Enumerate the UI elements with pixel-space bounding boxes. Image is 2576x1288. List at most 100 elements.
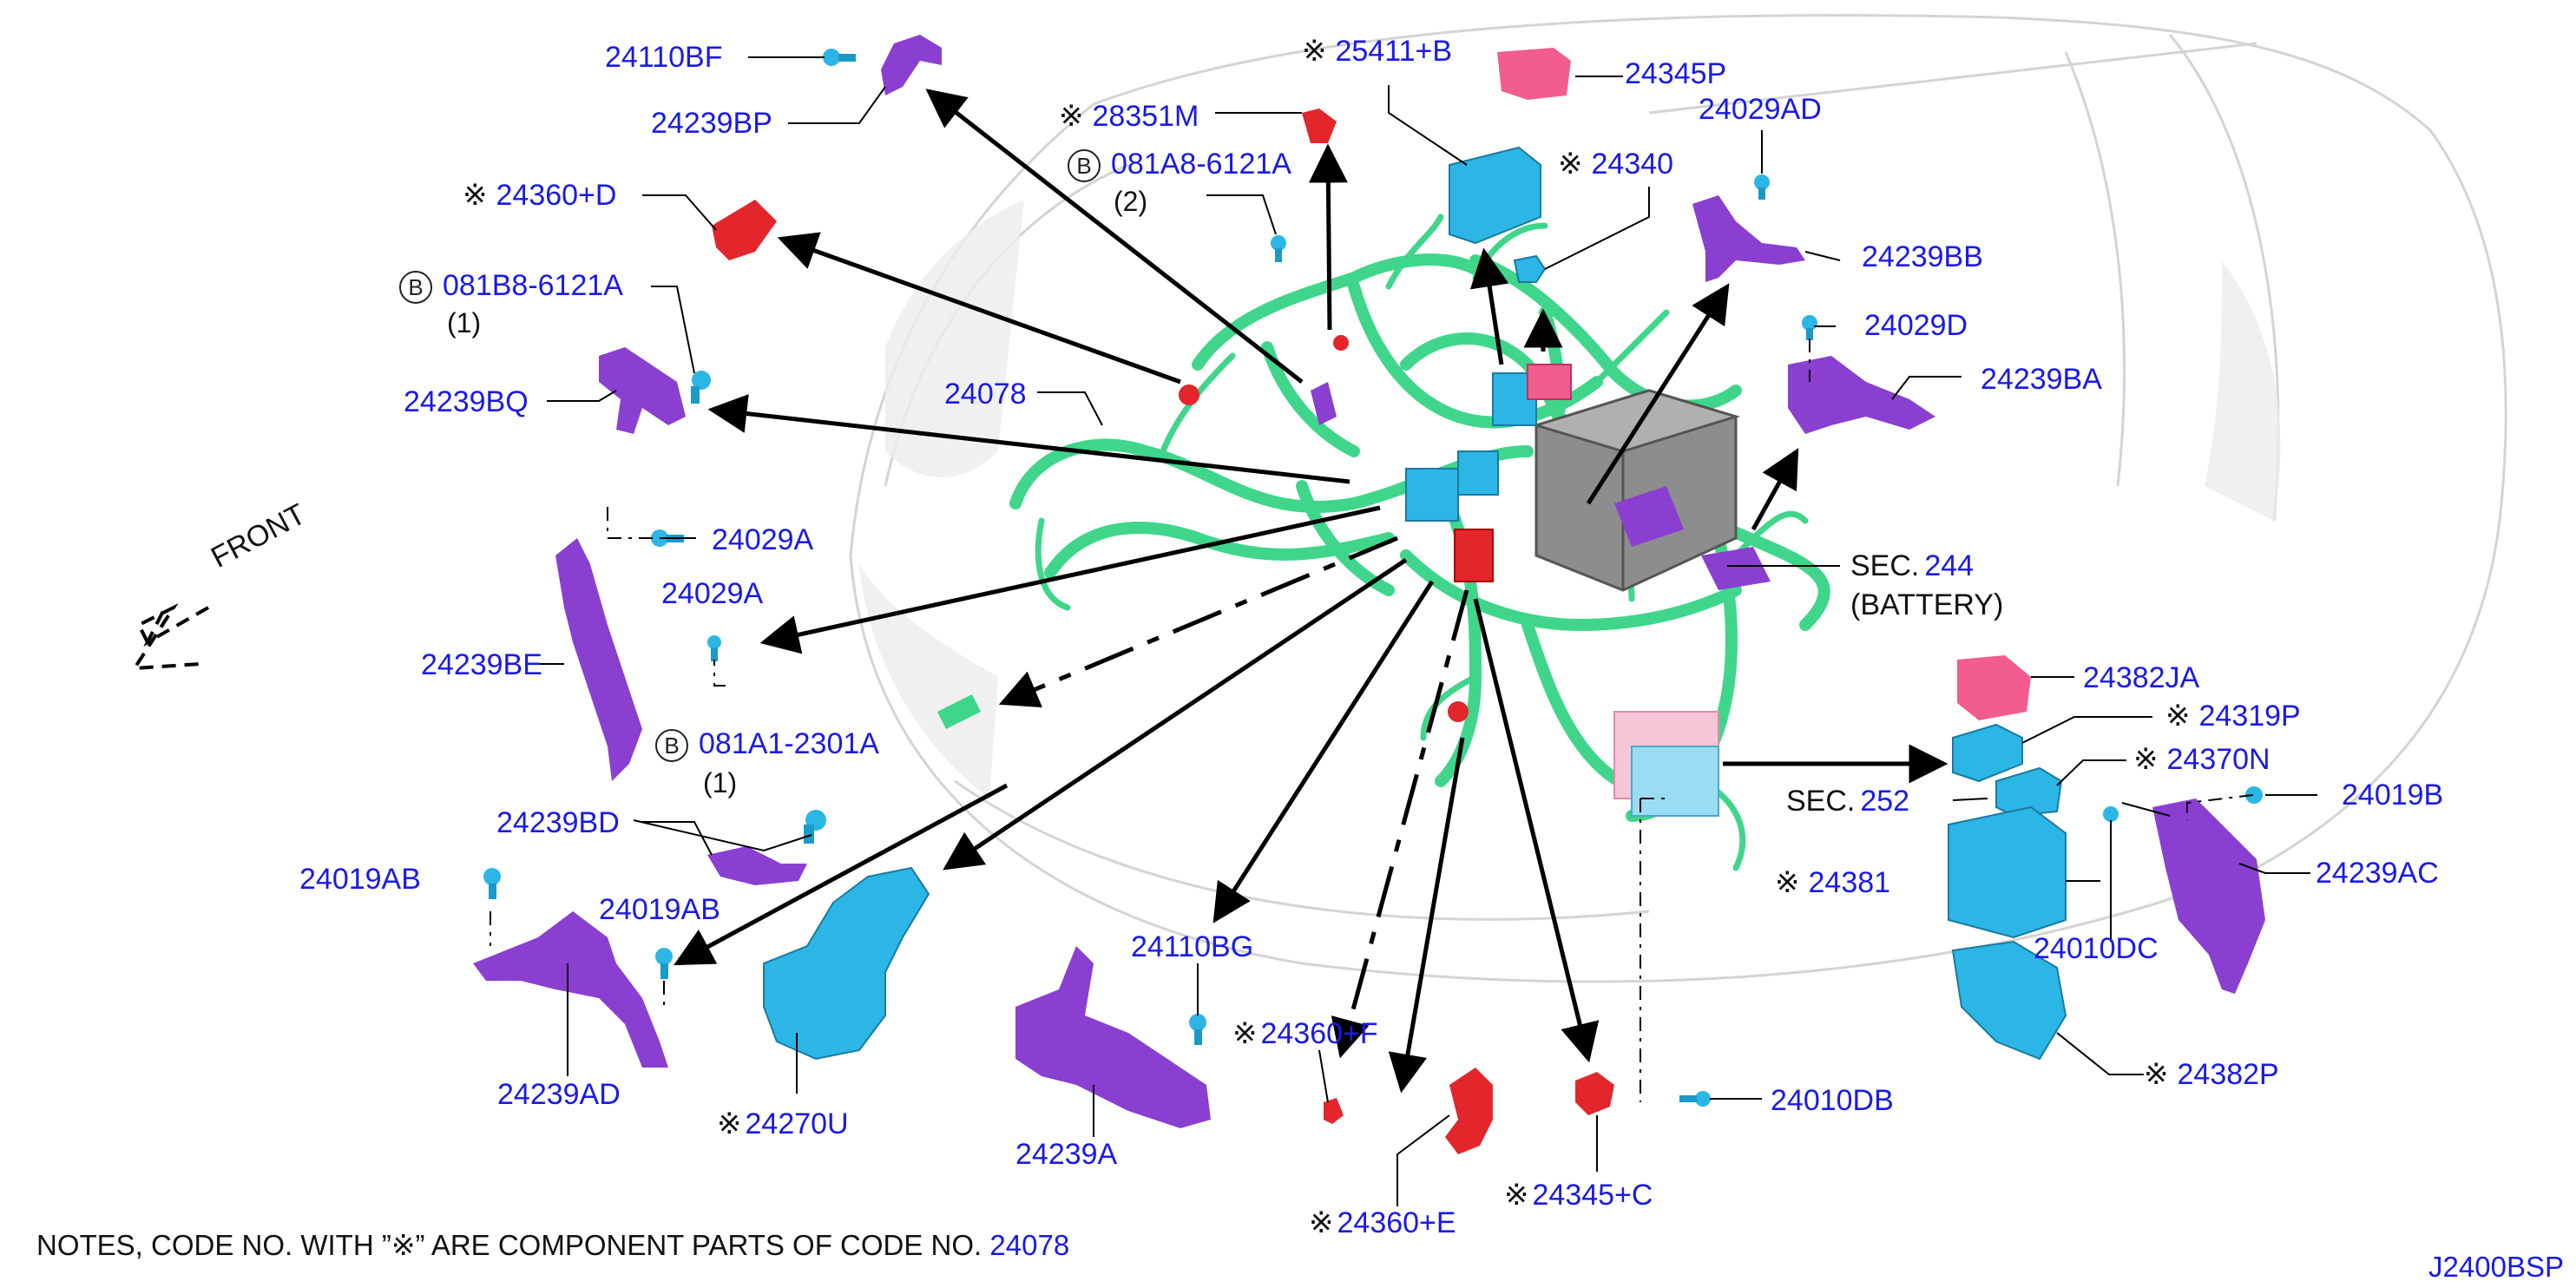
circled-b-icon: B xyxy=(399,271,432,305)
component-mark-icon: ※ xyxy=(2133,743,2159,776)
part-label-24029AD: 24029AD xyxy=(1699,93,1822,126)
bolt-24029A-lower xyxy=(707,635,721,661)
part-label-24239A: 24239A xyxy=(1015,1138,1118,1171)
label-leaders xyxy=(490,56,2317,1206)
figure-id: J2400BSP xyxy=(2428,1251,2564,1283)
part-label-24345P: 24345P xyxy=(1625,57,1727,90)
part-label-28351M: ※28351M xyxy=(1059,100,1199,133)
part-label-24239AC: 24239AC xyxy=(2316,857,2439,890)
part-label-24382JA: 24382JA xyxy=(2083,661,2200,694)
part-label-24029A-lower: 24029A xyxy=(661,577,764,610)
car-body-shading xyxy=(859,200,2281,798)
bracket-24239BE xyxy=(555,538,642,781)
bolt-24010DC xyxy=(2103,806,2119,822)
fuse-block-24381 xyxy=(1948,805,2067,939)
circled-b-icon: B xyxy=(1068,149,1101,183)
part-label-24029A-upper: 24029A xyxy=(712,523,814,556)
part-label-24239BQ: 24239BQ xyxy=(404,385,529,418)
bracket-24270U xyxy=(763,866,930,1061)
part-label-24110BF: 24110BF xyxy=(605,41,723,74)
component-mark-icon: ※ xyxy=(1558,148,1583,181)
part-label-24239BD: 24239BD xyxy=(496,806,620,839)
component-mark-icon: ※ xyxy=(1504,1179,1529,1212)
circled-b-icon: B xyxy=(655,729,688,763)
bolt-24019AB-right xyxy=(655,948,673,979)
part-label-24010DB: 24010DB xyxy=(1771,1084,1894,1117)
part-label-24019B: 24019B xyxy=(2342,779,2444,812)
part-label-24270U: ※24270U xyxy=(717,1107,849,1140)
part-label-24010DC: 24010DC xyxy=(2034,932,2159,965)
bracket-24239AC xyxy=(2152,798,2265,994)
relay-25411B xyxy=(1449,146,1541,245)
bolt-24019AB-left xyxy=(483,868,501,899)
relay-24340 xyxy=(1513,254,1547,283)
cover-24382P xyxy=(1951,940,2067,1061)
section-ref-244: SEC.244 xyxy=(1850,549,1975,582)
qty-081A1: (1) xyxy=(703,767,738,798)
bolt-24019B xyxy=(2245,786,2263,804)
part-label-24345C: ※24345+C xyxy=(1504,1179,1653,1212)
part-label-25411B: ※25411+B xyxy=(1302,35,1453,68)
bracket-24239BQ xyxy=(599,347,686,434)
part-label-24319P: ※24319P xyxy=(2165,700,2301,733)
bolt-24010DB xyxy=(1679,1091,1711,1107)
fuse-28351M xyxy=(1302,108,1337,143)
part-label-24239AD: 24239AD xyxy=(497,1078,621,1111)
terminal-24360F xyxy=(1324,1098,1344,1124)
part-label-24360F: ※24360+F xyxy=(1232,1017,1378,1050)
bolt-081B8-6121A xyxy=(691,371,711,404)
component-mark-icon: ※ xyxy=(2165,700,2191,733)
cap-24360E xyxy=(1445,1068,1493,1154)
bracket-24239AD xyxy=(473,911,668,1068)
part-label-24382P: ※24382P xyxy=(2144,1058,2279,1091)
bracket-24239BD xyxy=(707,846,807,885)
part-label-24239BP: 24239BP xyxy=(651,107,772,140)
part-label-24239BA: 24239BA xyxy=(1981,363,2102,396)
cover-24345P xyxy=(1497,48,1571,100)
bracket-24239BA xyxy=(1788,356,1935,434)
part-label-24078: 24078 xyxy=(944,378,1027,411)
part-label-24340: ※24340 xyxy=(1558,148,1674,181)
part-label-24370N: ※24370N xyxy=(2133,743,2270,776)
component-mark-icon: ※ xyxy=(1302,35,1327,68)
bolt-24110BG xyxy=(1189,1014,1206,1045)
cover-24382JA xyxy=(1957,655,2031,720)
notes-text: NOTES, CODE NO. WITH ”※” ARE COMPONENT P… xyxy=(36,1229,1070,1261)
bolt-24029AD xyxy=(1754,174,1770,200)
component-mark-icon: ※ xyxy=(1309,1206,1334,1239)
section-name-battery: (BATTERY) xyxy=(1850,588,2004,621)
component-mark-icon: ※ xyxy=(463,179,488,212)
part-label-24239BE: 24239BE xyxy=(421,648,542,681)
component-mark-icon: ※ xyxy=(1775,866,1800,899)
part-label-24029D: 24029D xyxy=(1864,309,1968,342)
center-relay-blocks xyxy=(937,335,1771,817)
harness-branches xyxy=(1035,214,1809,871)
qty-081A8: (2) xyxy=(1114,186,1148,217)
component-mark-icon: ※ xyxy=(1232,1017,1258,1050)
relay-24370N xyxy=(1995,766,2063,818)
part-label-24381: ※24381 xyxy=(1775,866,1891,899)
section-ref-252: SEC.252 xyxy=(1786,785,1910,818)
component-mark-icon: ※ xyxy=(1059,100,1084,133)
component-mark-icon: ※ xyxy=(2144,1058,2169,1091)
bracket-24239BP xyxy=(881,35,942,95)
bolt-081A1-2301A xyxy=(804,810,826,844)
part-label-24110BG: 24110BG xyxy=(1131,930,1254,963)
front-arrow xyxy=(131,602,209,671)
relay-24319P xyxy=(1952,723,2023,783)
bolt-081A8-6121A xyxy=(1271,235,1286,262)
part-label-24019AB-left: 24019AB xyxy=(299,863,421,896)
bolt-24029D xyxy=(1802,315,1817,340)
component-mark-icon: ※ xyxy=(717,1107,742,1140)
bracket-24239BB xyxy=(1692,195,1805,282)
qty-081B8: (1) xyxy=(447,307,482,338)
part-label-24239BB: 24239BB xyxy=(1862,240,1983,273)
part-label-24019AB-right: 24019AB xyxy=(599,893,720,926)
bracket-24239A xyxy=(1015,946,1211,1128)
part-label-24360E: ※24360+E xyxy=(1309,1206,1456,1239)
part-label-24360D: ※24360+D xyxy=(463,179,617,212)
